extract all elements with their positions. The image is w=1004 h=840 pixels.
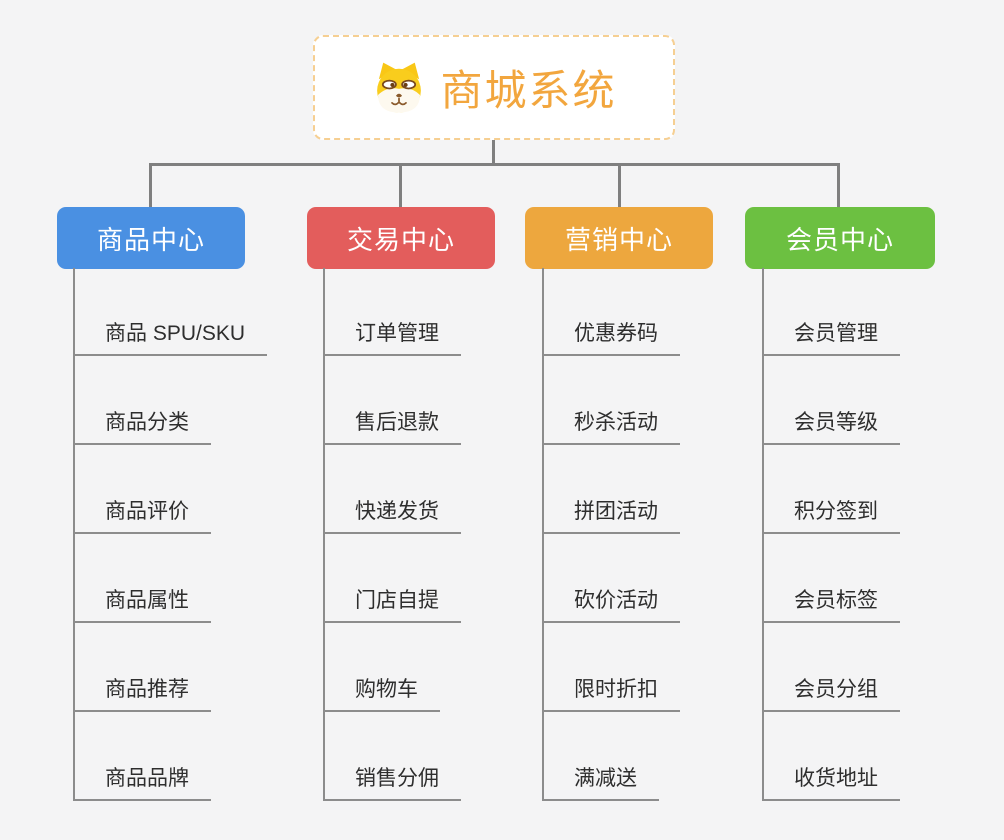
branch-node-marketing-center[interactable]: 营销中心 bbox=[525, 207, 713, 269]
connector-drop-member bbox=[837, 163, 840, 209]
leaf-node[interactable]: 商品推荐 bbox=[73, 674, 211, 712]
leaf-node[interactable]: 优惠券码 bbox=[542, 318, 680, 356]
leaf-node[interactable]: 商品 SPU/SKU bbox=[73, 318, 268, 356]
branch-node-trade-center[interactable]: 交易中心 bbox=[307, 207, 495, 269]
leaf-node[interactable]: 收货地址 bbox=[762, 763, 900, 801]
leaf-node[interactable]: 满减送 bbox=[542, 763, 659, 801]
leaf-node[interactable]: 积分签到 bbox=[762, 496, 900, 534]
branch-label: 交易中心 bbox=[346, 224, 455, 255]
branch-node-product-center[interactable]: 商品中心 bbox=[57, 207, 245, 269]
leaf-node[interactable]: 会员等级 bbox=[762, 407, 900, 445]
connector-root-stem bbox=[492, 139, 495, 166]
leaf-node[interactable]: 会员分组 bbox=[762, 674, 900, 712]
root-node-label: 商城系统 bbox=[440, 67, 617, 114]
connector-drop-trade bbox=[399, 163, 402, 209]
leaf-node[interactable]: 限时折扣 bbox=[542, 674, 680, 712]
leaf-node[interactable]: 门店自提 bbox=[323, 585, 461, 623]
leaf-node[interactable]: 订单管理 bbox=[323, 318, 461, 356]
connector-rail bbox=[149, 163, 840, 166]
branch-node-member-center[interactable]: 会员中心 bbox=[745, 207, 935, 269]
leaf-node[interactable]: 砍价活动 bbox=[542, 585, 680, 623]
branch-spine-marketing bbox=[542, 268, 544, 801]
branch-spine-product bbox=[73, 268, 75, 801]
dog-face-icon bbox=[377, 62, 422, 112]
branch-label: 会员中心 bbox=[785, 224, 894, 255]
leaf-node[interactable]: 商品分类 bbox=[73, 407, 211, 445]
root-node[interactable]: 商城系统 bbox=[313, 35, 675, 140]
branch-label: 商品中心 bbox=[96, 224, 205, 255]
connector-drop-product bbox=[149, 163, 152, 209]
leaf-node[interactable]: 商品属性 bbox=[73, 585, 211, 623]
leaf-node[interactable]: 商品评价 bbox=[73, 496, 211, 534]
connector-drop-marketing bbox=[618, 163, 621, 209]
leaf-node[interactable]: 会员管理 bbox=[762, 318, 900, 356]
branch-spine-member bbox=[762, 268, 764, 801]
leaf-node[interactable]: 快递发货 bbox=[323, 496, 461, 534]
leaf-node[interactable]: 会员标签 bbox=[762, 585, 900, 623]
leaf-node[interactable]: 秒杀活动 bbox=[542, 407, 680, 445]
leaf-node[interactable]: 商品品牌 bbox=[73, 763, 211, 801]
branch-spine-trade bbox=[323, 268, 325, 801]
leaf-node[interactable]: 拼团活动 bbox=[542, 496, 680, 534]
leaf-node[interactable]: 售后退款 bbox=[323, 407, 461, 445]
leaf-node[interactable]: 销售分佣 bbox=[323, 763, 461, 801]
branch-label: 营销中心 bbox=[564, 224, 673, 255]
leaf-node[interactable]: 购物车 bbox=[323, 674, 440, 712]
